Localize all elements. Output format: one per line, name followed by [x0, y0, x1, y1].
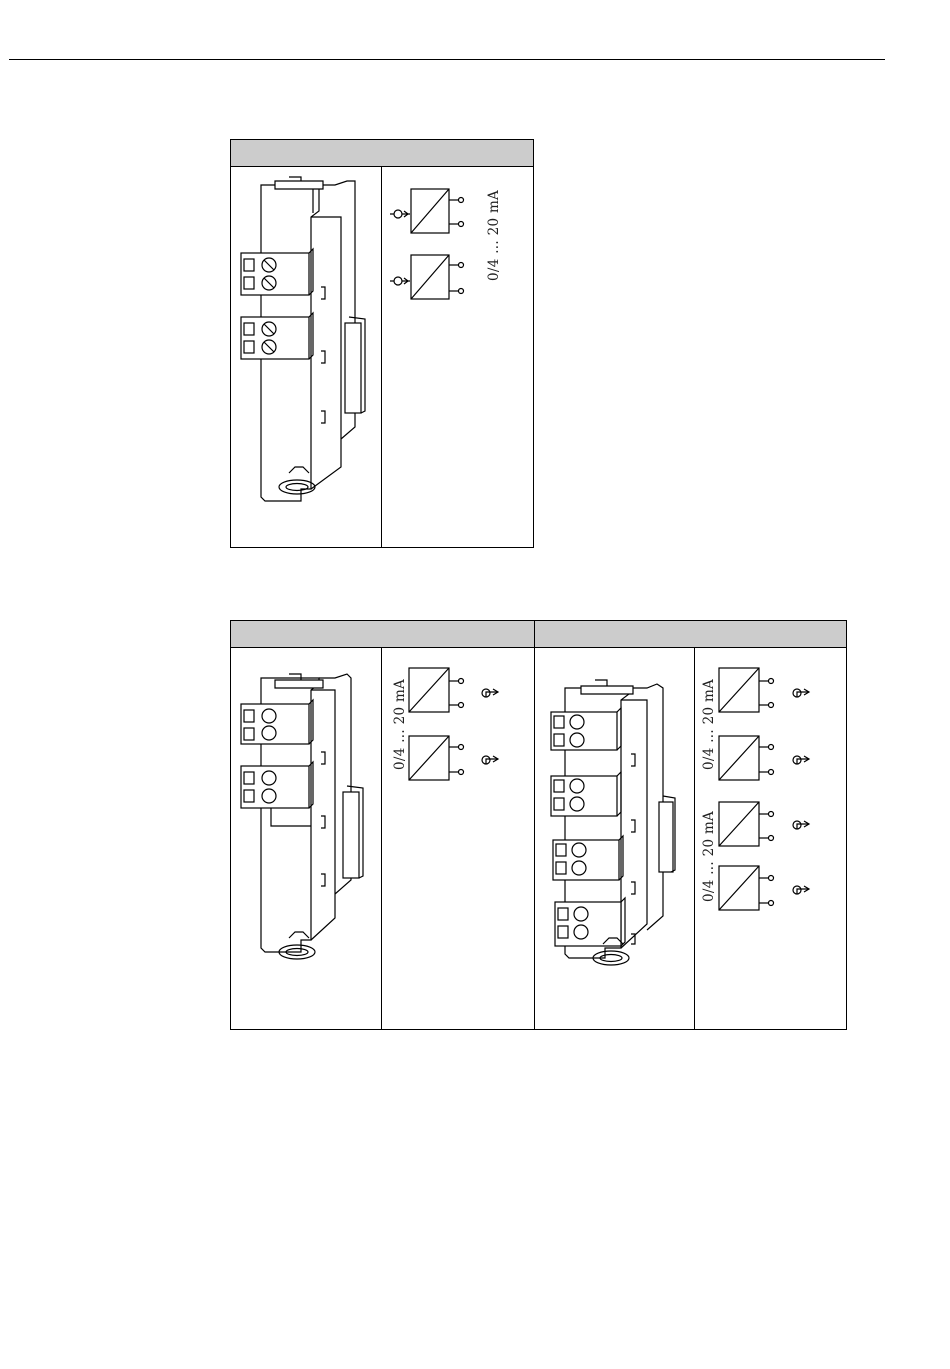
output-module-header-4ch — [534, 621, 846, 648]
page-top-rule — [9, 59, 885, 60]
current-range-label: 0/4 ... 20 mA — [486, 190, 502, 281]
output-wiring-schematic-4ch: 0/4 ... 20 mA 0/4 ... 20 mA — [695, 648, 846, 1028]
input-wiring-schematic: 0/4 ... 20 mA — [382, 167, 533, 547]
current-range-label: 0/4 ... 20 mA — [701, 679, 717, 770]
module-illustration-4ch-output — [535, 648, 694, 1028]
current-range-label: 0/4 ... 20 mA — [392, 679, 408, 770]
input-module-header — [231, 140, 533, 167]
output-module-header-2ch — [231, 621, 534, 648]
output-wiring-schematic-2ch: 0/4 ... 20 mA — [382, 648, 534, 1028]
input-module-table: 0/4 ... 20 mA — [230, 139, 534, 548]
current-range-label: 0/4 ... 20 mA — [701, 811, 717, 902]
output-module-table: 0/4 ... 20 mA — [230, 620, 847, 1030]
module-illustration-2ch — [231, 167, 381, 547]
module-illustration-2ch-output — [231, 648, 381, 1028]
